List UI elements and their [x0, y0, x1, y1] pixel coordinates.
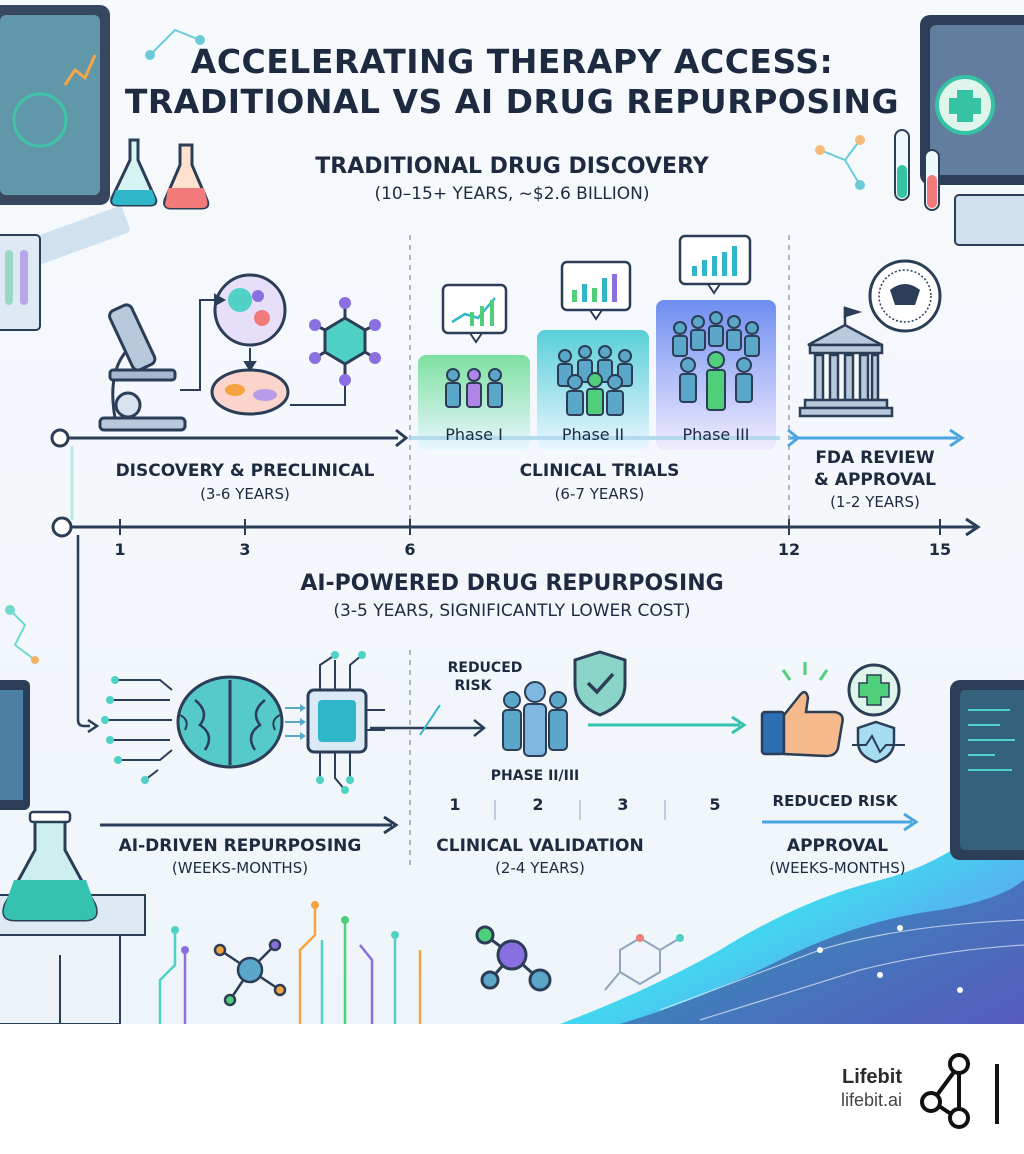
molecule-node-icon: [213, 938, 287, 1007]
phase-ii-iii-label: PHASE II/III: [490, 768, 580, 784]
clinical-validation-label: CLINICAL VALIDATION: [436, 836, 644, 856]
page-title-line-1: ACCELERATING THERAPY ACCESS:: [190, 42, 834, 81]
reduced-risk-approval-label: REDUCED RISK: [772, 792, 898, 810]
traditional-stage-arrow: [50, 428, 965, 520]
ai-repurposing-stage-label: AI-DRIVEN REPURPOSING: [118, 836, 362, 856]
computer-monitor-icon: [0, 5, 130, 272]
ai-year-tick-1: 1: [449, 795, 461, 814]
shield-check-icon: [573, 650, 627, 717]
discovery-stage-label: DISCOVERY & PRECLINICAL: [115, 461, 375, 481]
people-icon: [445, 368, 503, 408]
medical-cross-icon: [847, 663, 901, 717]
ai-heading: AI-POWERED DRUG REPURPOSING: [300, 571, 724, 596]
fda-seal-icon: [868, 259, 942, 333]
clinical-trials-label: CLINICAL TRIALS: [519, 461, 680, 481]
infographic-canvas: ACCELERATING THERAPY ACCESS: TRADITIONAL…: [0, 0, 1024, 1024]
people-group-icon: [557, 345, 633, 416]
brand-url[interactable]: lifebit.ai: [840, 1090, 902, 1110]
health-shield-icon: [852, 720, 905, 764]
page-title-line-2: TRADITIONAL VS AI DRUG REPURPOSING: [124, 82, 900, 121]
fda-stage-label-line-2: & APPROVAL: [814, 470, 936, 490]
ai-repurposing-stage-duration: (WEEKS-MONTHS): [171, 859, 309, 877]
molecule-icon: [145, 28, 865, 190]
molecule-cluster-icon: [475, 925, 552, 992]
test-tubes-icon: [894, 129, 1024, 246]
traditional-subheading: (10–15+ YEARS, ~$2.6 BILLION): [374, 184, 650, 204]
flask-icon: [110, 138, 210, 210]
ai-clinical-timeline: [100, 650, 919, 870]
clinical-trials-duration: (6-7 YEARS): [554, 485, 645, 503]
footer: Lifebit lifebit.ai: [0, 1024, 1024, 1154]
fda-stage-duration: (1-2 YEARS): [830, 493, 920, 511]
circuit-decoration: [158, 905, 422, 1024]
ai-year-tick-3: 3: [617, 795, 629, 814]
government-building-icon: [798, 306, 894, 418]
lab-bench-decoration: [0, 680, 146, 1024]
approval-stage-label: APPROVAL: [786, 836, 889, 856]
clinical-validation-duration: (2-4 YEARS): [495, 859, 585, 877]
year-tick-6: 6: [404, 540, 416, 559]
phase-3-label: Phase III: [682, 425, 750, 444]
chart-bubble-icon: [441, 234, 752, 344]
year-tick-15: 15: [928, 540, 952, 559]
thumbs-up-icon: [760, 662, 844, 758]
reduced-risk-label-line-1: REDUCED: [447, 660, 523, 676]
ai-year-tick-5: 5: [709, 795, 721, 814]
ai-subheading: (3-5 YEARS, SIGNIFICANTLY LOWER COST): [333, 601, 691, 621]
traditional-heading: TRADITIONAL DRUG DISCOVERY: [315, 154, 709, 179]
crowd-icon: [672, 311, 760, 411]
traditional-year-axis: [51, 516, 981, 538]
lab-rack-icon: [0, 234, 41, 331]
molecule-hexagon-icon: [309, 297, 381, 386]
petri-dish-icon: [210, 368, 290, 416]
lifebit-logo-icon: [920, 1053, 999, 1129]
left-molecule-decoration: [5, 605, 39, 664]
fda-stage-label-line-1: FDA REVIEW: [815, 448, 935, 468]
ai-chip-icon: [306, 651, 385, 794]
patients-group-icon: [502, 681, 568, 757]
discovery-stage-duration: (3-6 YEARS): [200, 485, 290, 503]
year-tick-1: 1: [114, 540, 126, 559]
medical-monitor-icon: [920, 15, 1024, 185]
hexagon-molecule-decoration: [604, 934, 684, 991]
year-tick-3: 3: [239, 540, 251, 559]
ai-year-tick-2: 2: [532, 795, 544, 814]
brand-name: Lifebit: [842, 1066, 902, 1088]
phase-1-label: Phase I: [445, 425, 503, 444]
phase-2-label: Phase II: [561, 425, 625, 444]
cell-icon: [213, 273, 287, 347]
reduced-risk-label-line-2: RISK: [454, 678, 492, 694]
data-wave-decoration: [560, 680, 1024, 1024]
infographic-graphics: [0, 5, 1024, 1024]
ai-brain-icon: [101, 675, 306, 784]
year-tick-12: 12: [777, 540, 801, 559]
microscope-icon: [98, 303, 187, 432]
approval-stage-duration: (WEEKS-MONTHS): [769, 859, 906, 877]
